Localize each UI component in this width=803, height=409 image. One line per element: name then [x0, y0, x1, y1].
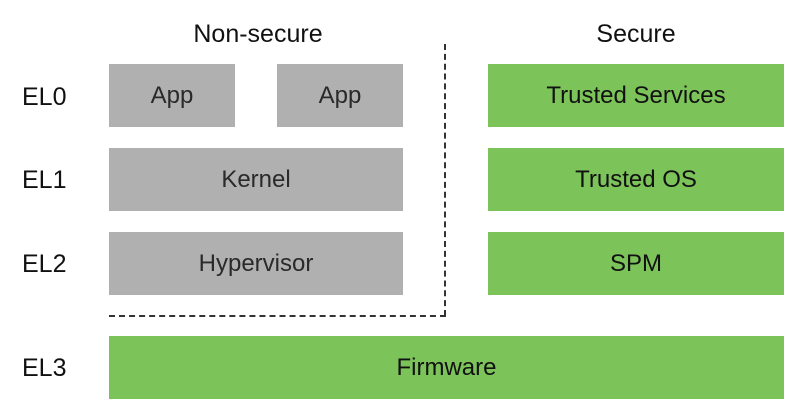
firmware-box: Firmware [109, 336, 784, 399]
el3-label: EL3 [22, 354, 67, 382]
el0-label: EL0 [22, 83, 67, 111]
trusted-services-label: Trusted Services [546, 81, 726, 109]
el2-label: EL2 [22, 250, 67, 278]
world-divider-horizontal [109, 315, 446, 317]
non-secure-header: Non-secure [193, 20, 323, 48]
trusted-os-box: Trusted OS [488, 148, 784, 211]
app-1-label: App [150, 81, 194, 109]
kernel-label: Kernel [221, 165, 291, 193]
hypervisor-label: Hypervisor [198, 249, 314, 277]
trusted-os-label: Trusted OS [575, 165, 697, 193]
app-2-label: App [318, 81, 362, 109]
app-box-1: App [109, 64, 235, 127]
hypervisor-box: Hypervisor [109, 232, 403, 295]
app-box-2: App [277, 64, 403, 127]
kernel-box: Kernel [109, 148, 403, 211]
spm-box: SPM [488, 232, 784, 295]
secure-header: Secure [596, 20, 676, 48]
world-divider-vertical [444, 44, 446, 316]
el1-label: EL1 [22, 166, 67, 194]
spm-label: SPM [609, 249, 662, 277]
trusted-services-box: Trusted Services [488, 64, 784, 127]
firmware-label: Firmware [396, 353, 497, 381]
